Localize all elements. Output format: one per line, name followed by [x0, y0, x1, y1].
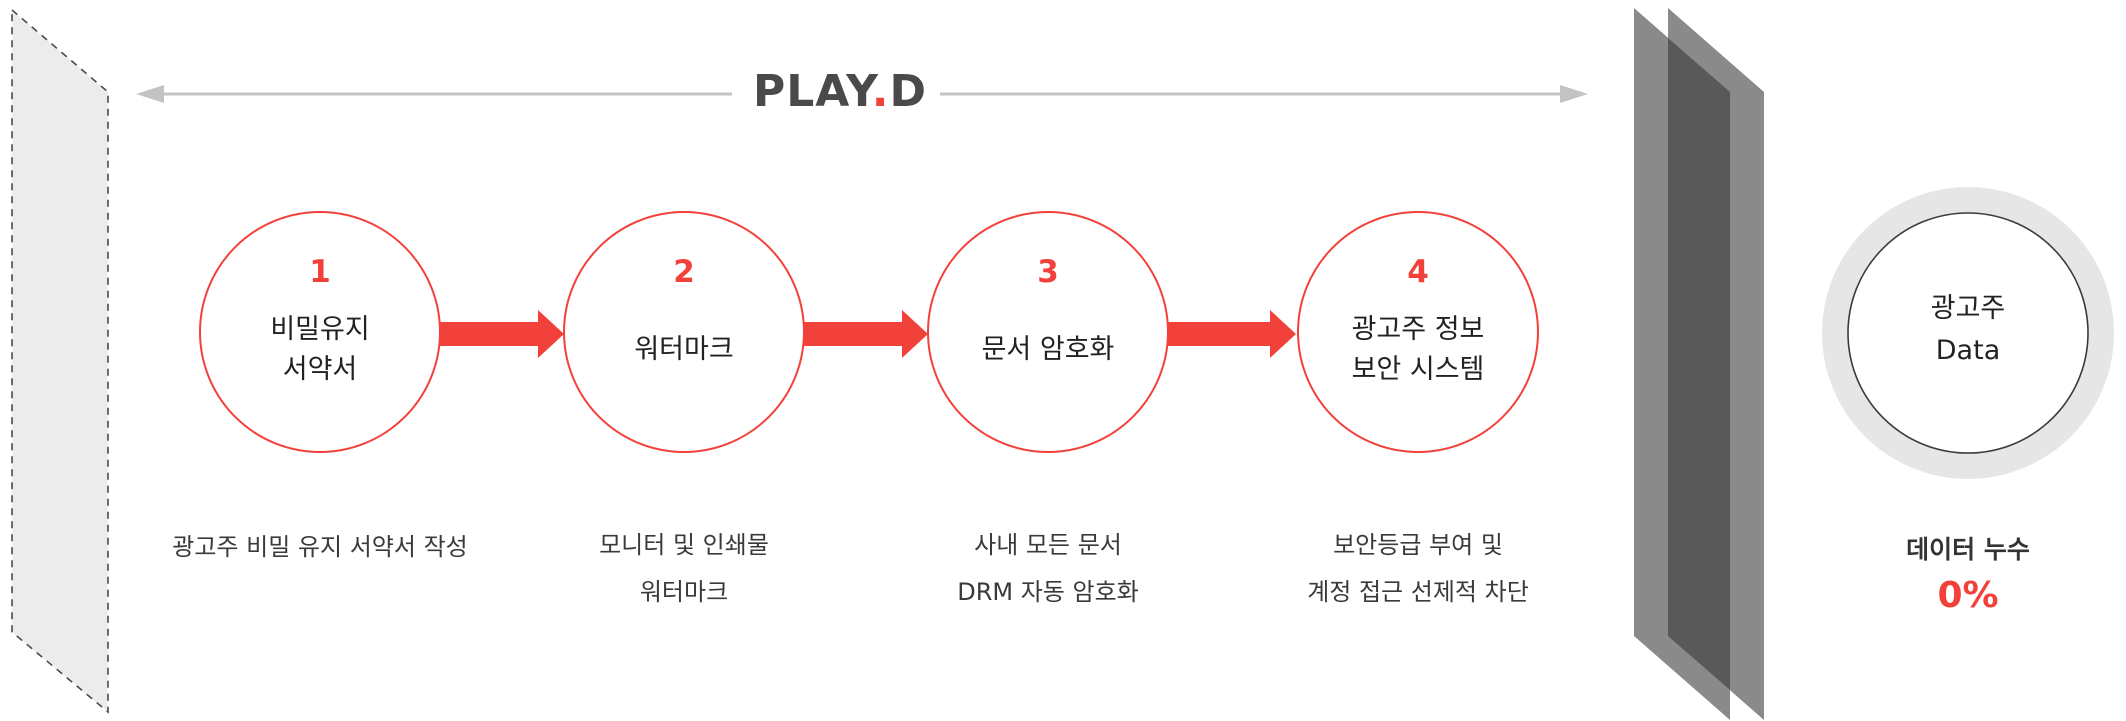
step-3-description-line-1: 사내 모든 문서 — [974, 531, 1122, 559]
step-3-number: 3 — [1037, 254, 1059, 290]
step-4-description-line-1: 보안등급 부여 및 — [1333, 531, 1503, 559]
data-node-title: 광고주 Data — [1848, 288, 2088, 372]
step-arrow-3-icon — [1168, 310, 1296, 358]
step-1-title-line-2: 서약서 — [282, 354, 358, 385]
logo-text-main: PLAY — [753, 66, 872, 117]
step-4-description-line-2: 계정 접근 선제적 차단 — [1307, 578, 1529, 606]
step-1-title-line-1: 비밀유지 — [270, 314, 370, 345]
step-3-title: 문서 암호화 — [928, 330, 1168, 370]
step-2-title-line-1: 워터마크 — [634, 334, 734, 365]
step-4-circle — [1297, 211, 1539, 453]
step-2: 2 워터마크 — [564, 212, 804, 452]
step-1-title: 비밀유지 서약서 — [200, 310, 440, 390]
playd-logo: PLAY.D — [680, 62, 1000, 122]
data-node-title-line-2: Data — [1935, 335, 2001, 366]
step-3-description: 사내 모든 문서 DRM 자동 암호화 — [868, 522, 1228, 616]
step-2-title: 워터마크 — [564, 330, 804, 370]
step-2-description: 모니터 및 인쇄물 워터마크 — [504, 522, 864, 616]
logo-text-end: D — [889, 66, 927, 117]
step-2-description-line-1: 모니터 및 인쇄물 — [599, 531, 769, 559]
range-arrow — [136, 85, 1588, 103]
step-3-description-line-2: DRM 자동 암호화 — [957, 578, 1139, 606]
step-arrow-2-icon — [804, 310, 928, 358]
data-leak-value: 0% — [1937, 575, 1999, 616]
logo-text-dot: . — [871, 66, 890, 117]
arrow-right-head-icon — [1560, 85, 1588, 103]
step-4-description: 보안등급 부여 및 계정 접근 선제적 차단 — [1238, 522, 1598, 616]
left-boundary-panel — [11, 8, 109, 714]
step-1-description: 광고주 비밀 유지 서약서 작성 — [140, 524, 500, 571]
step-2-description-line-2: 워터마크 — [639, 578, 729, 606]
step-3: 3 문서 암호화 — [928, 212, 1168, 452]
arrow-left-head-icon — [136, 85, 164, 103]
step-4-title-line-2: 보안 시스템 — [1351, 354, 1485, 385]
step-4-number: 4 — [1407, 254, 1429, 290]
data-node-circle — [1847, 212, 2089, 454]
step-1-number: 1 — [309, 254, 331, 290]
step-1: 1 비밀유지 서약서 — [200, 212, 440, 452]
step-1-description-line-1: 광고주 비밀 유지 서약서 작성 — [172, 533, 468, 561]
data-leak-label: 데이터 누수 — [1906, 535, 2030, 564]
step-arrow-1-icon — [440, 310, 564, 358]
security-barrier-overlap — [1668, 38, 1730, 690]
step-4-title: 광고주 정보 보안 시스템 — [1298, 310, 1538, 390]
step-4: 4 광고주 정보 보안 시스템 — [1298, 212, 1538, 452]
step-4-title-line-1: 광고주 정보 — [1351, 314, 1485, 345]
step-2-number: 2 — [673, 254, 695, 290]
data-node-title-line-1: 광고주 — [1930, 293, 2006, 324]
step-3-title-line-1: 문서 암호화 — [981, 334, 1115, 365]
